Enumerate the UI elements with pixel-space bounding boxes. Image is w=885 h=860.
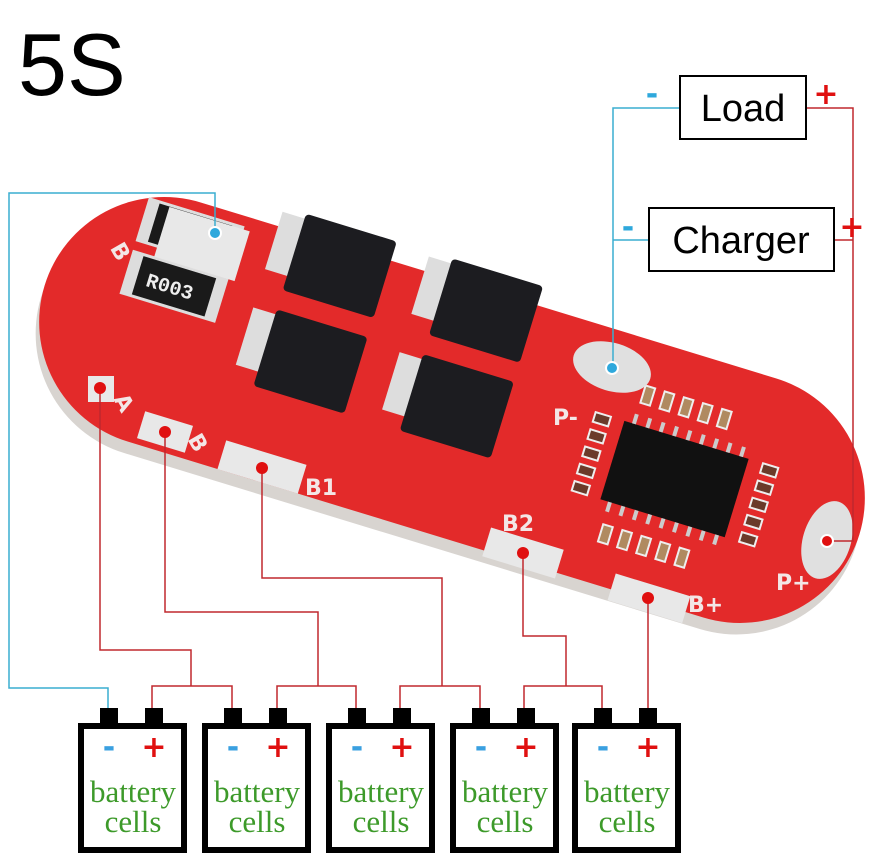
- charger-label: Charger: [672, 220, 810, 262]
- bus-1: [151, 685, 233, 708]
- battery-label-line1: battery: [214, 774, 301, 809]
- battery-body: [326, 723, 435, 853]
- battery-body: [572, 723, 681, 853]
- b-minus-pad: [154, 206, 250, 282]
- battery-body: [78, 723, 187, 853]
- mosfets: [235, 211, 543, 458]
- battery-cells: -+batterycells-+batterycells-+batterycel…: [78, 708, 681, 853]
- smd-components: [570, 384, 780, 569]
- battery-minus-sign: -: [351, 730, 363, 765]
- label-b2: B2: [502, 512, 534, 537]
- negative-terminal: [472, 708, 490, 724]
- positive-terminal: [517, 708, 535, 724]
- charger-plus-sign: +: [839, 210, 864, 245]
- battery-plus-sign: +: [513, 730, 538, 765]
- load-box: Load - +: [646, 75, 839, 140]
- label-p-plus: P+: [776, 571, 811, 596]
- battery-minus-sign: -: [475, 730, 487, 765]
- battery-label-line2: cells: [599, 804, 656, 839]
- battery-label-line2: cells: [477, 804, 534, 839]
- battery-label-line2: cells: [229, 804, 286, 839]
- battery-plus-sign: +: [635, 730, 660, 765]
- label-p-minus: P-: [553, 406, 578, 431]
- negative-terminal: [594, 708, 612, 724]
- positive-terminal: [639, 708, 657, 724]
- battery-body: [202, 723, 311, 853]
- battery-label-line1: battery: [462, 774, 549, 809]
- label-b-plus: B+: [688, 593, 723, 618]
- resistor-2: R003: [119, 249, 229, 323]
- battery-label-line1: battery: [338, 774, 425, 809]
- wire-b1: [261, 468, 443, 686]
- load-minus-sign: -: [646, 77, 658, 112]
- battery-label-line1: battery: [90, 774, 177, 809]
- wires: [8, 107, 854, 708]
- bus-4: [523, 685, 603, 708]
- wire-b: [164, 432, 319, 686]
- positive-terminal: [145, 708, 163, 724]
- battery-plus-sign: +: [141, 730, 166, 765]
- battery-minus-sign: -: [597, 730, 609, 765]
- battery-minus-sign: -: [103, 730, 115, 765]
- battery-label-line1: battery: [584, 774, 671, 809]
- negative-terminal: [100, 708, 118, 724]
- battery-label-line2: cells: [353, 804, 410, 839]
- load-plus-sign: +: [813, 77, 838, 112]
- wire-b-minus: [8, 192, 216, 708]
- load-label: Load: [701, 88, 786, 130]
- wire-p-plus: [806, 107, 854, 542]
- ic-chip: [600, 420, 749, 538]
- battery-body: [450, 723, 559, 853]
- battery-plus-sign: +: [265, 730, 290, 765]
- positive-terminal: [269, 708, 287, 724]
- bus-3: [399, 685, 481, 708]
- wire-p-minus: [612, 107, 680, 368]
- bus-2: [276, 685, 357, 708]
- battery-plus-sign: +: [389, 730, 414, 765]
- battery-label-line2: cells: [105, 804, 162, 839]
- wire-b2: [522, 553, 567, 686]
- connection-dots: [94, 226, 834, 604]
- bms-board: R003 R003: [35, 196, 865, 635]
- negative-terminal: [348, 708, 366, 724]
- battery-minus-sign: -: [227, 730, 239, 765]
- ic-pins: [605, 413, 746, 546]
- label-b1: B1: [305, 476, 337, 501]
- charger-box: Charger - +: [622, 207, 865, 272]
- charger-minus-sign: -: [622, 210, 634, 245]
- positive-terminal: [393, 708, 411, 724]
- wire-a: [99, 388, 192, 686]
- negative-terminal: [224, 708, 242, 724]
- title: 5S: [18, 15, 126, 114]
